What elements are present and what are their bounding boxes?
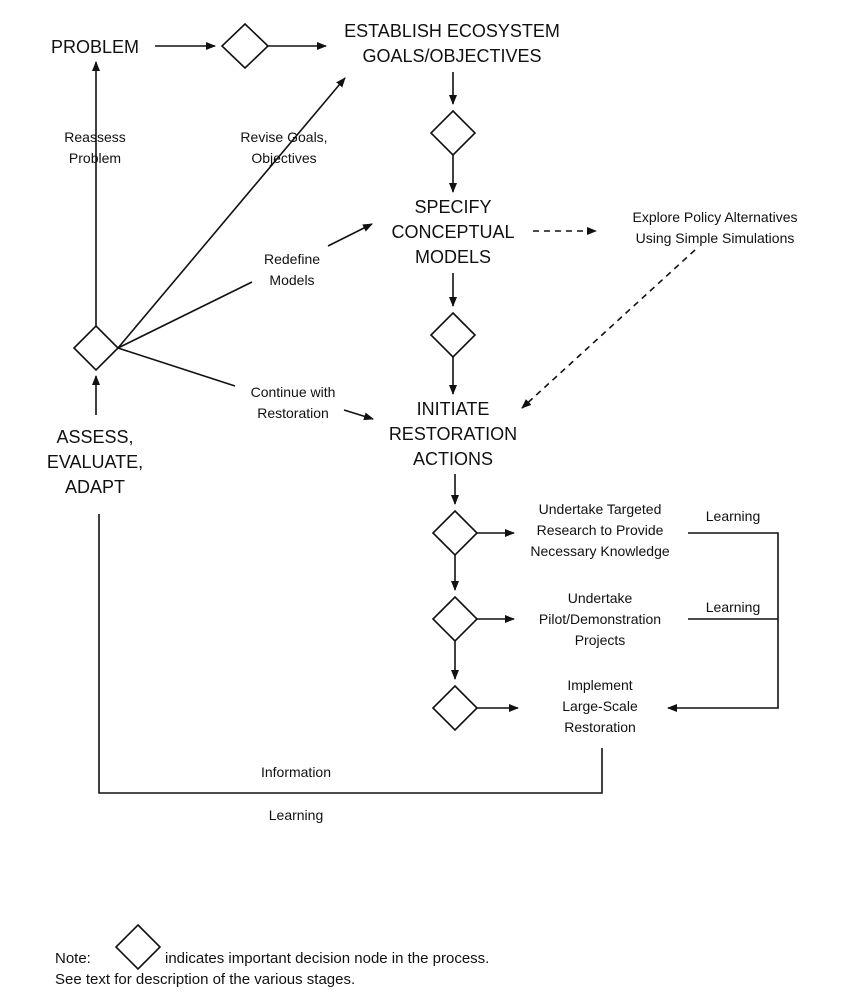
initiate-actions-node-line2: RESTORATION [389, 424, 517, 444]
dashed-arrow-explore-to-initiate [521, 249, 696, 409]
continue-restoration-label-line1: Continue with [251, 384, 336, 400]
learning-label-research: Learning [706, 508, 761, 524]
specify-models-node-line2: CONCEPTUAL [391, 222, 514, 242]
note-suffix: indicates important decision node in the… [165, 950, 489, 967]
learning-label-pilot: Learning [706, 599, 761, 615]
line-redefine-models-lower [117, 281, 253, 349]
redefine-models-label-line1: Redefine [264, 251, 320, 267]
line-continue-restoration [117, 347, 236, 387]
large-scale-node-line2: Large-Scale [562, 698, 638, 714]
establish-goals-node-line1: ESTABLISH ECOSYSTEM [344, 21, 560, 41]
large-scale-node-line1: Implement [567, 677, 632, 693]
problem-node: PROBLEM [51, 37, 139, 57]
assess-node-line1: ASSESS, [56, 427, 133, 447]
decision-diamond-implement [431, 684, 479, 732]
learning-feedback-bracket [667, 532, 779, 712]
pilot-projects-node-line2: Pilot/Demonstration [539, 611, 661, 627]
learning-label-bottom: Learning [269, 807, 324, 823]
information-label: Information [261, 764, 331, 780]
continue-restoration-label-line2: Restoration [257, 405, 329, 421]
initiate-actions-node-line3: ACTIONS [413, 449, 493, 469]
explore-policy-node-line1: Explore Policy Alternatives [633, 209, 798, 225]
legend-diamond-icon [114, 923, 162, 971]
note-line2: See text for description of the various … [55, 971, 355, 988]
targeted-research-node-line2: Research to Provide [537, 522, 664, 538]
decision-diamond-top [220, 22, 270, 70]
large-scale-node-line3: Restoration [564, 719, 636, 735]
arrow-revise-goals [117, 77, 346, 349]
specify-models-node-line3: MODELS [415, 247, 491, 267]
decision-diamond-models [429, 311, 477, 359]
arrow-redefine-models [327, 223, 373, 247]
redefine-models-label-line2: Models [269, 272, 314, 288]
revise-goals-label-line1: Revise Goals, [240, 129, 327, 145]
reassess-label-line2: Problem [69, 150, 121, 166]
specify-models-node-line1: SPECIFY [414, 197, 491, 217]
pilot-projects-node-line1: Undertake [568, 590, 633, 606]
targeted-research-node-line3: Necessary Knowledge [530, 543, 670, 559]
initiate-actions-node-line1: INITIATE [417, 399, 490, 419]
arrow-continue-restoration [343, 409, 374, 421]
decision-diamond-goals [429, 109, 477, 157]
establish-goals-node-line2: GOALS/OBJECTIVES [362, 46, 541, 66]
targeted-research-node-line1: Undertake Targeted [539, 501, 662, 517]
assess-node-line2: EVALUATE, [47, 452, 143, 472]
reassess-label-line1: Reassess [64, 129, 125, 145]
note-prefix: Note: [55, 950, 91, 967]
revise-goals-label-line2: Objectives [251, 150, 316, 166]
explore-policy-node-line2: Using Simple Simulations [636, 230, 795, 246]
decision-diamond-assess [72, 324, 120, 372]
decision-diamond-pilot [431, 595, 479, 643]
pilot-projects-node-line3: Projects [575, 632, 626, 648]
information-loop-line [98, 514, 603, 794]
decision-diamond-research [431, 509, 479, 557]
assess-node-line3: ADAPT [65, 477, 125, 497]
